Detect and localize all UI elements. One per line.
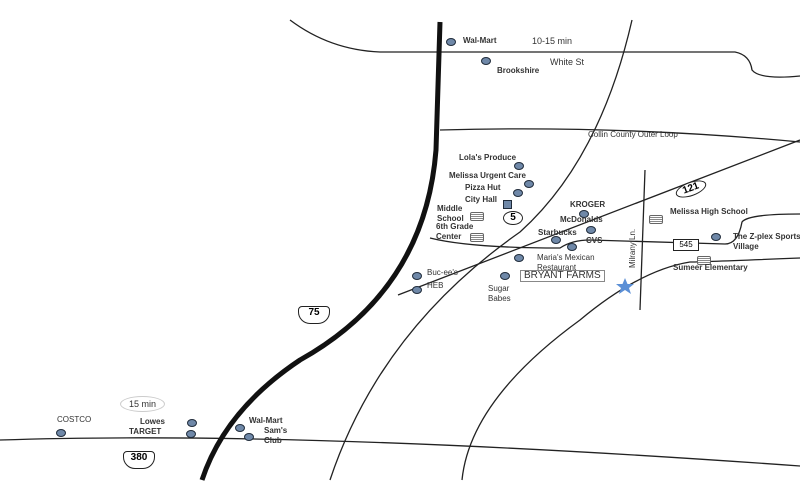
marias-label: Maria's Mexican Restaurant <box>537 253 595 272</box>
cvs-marker <box>567 243 577 251</box>
kroger-marker <box>579 210 589 218</box>
sh5-road <box>329 19 633 481</box>
outer-loop-road <box>439 128 800 143</box>
city-hall-label: City Hall <box>465 195 498 204</box>
walmart-south-label: Wal-Mart <box>249 416 283 425</box>
top-road <box>289 19 800 78</box>
bucees-label: Buc-ee's <box>427 268 458 277</box>
lowes-label: Lowes <box>140 417 165 426</box>
sams-marker <box>244 433 254 441</box>
starbucks-marker <box>551 236 561 244</box>
sams-label: Sam's Club <box>264 426 288 445</box>
us380-road <box>0 437 800 467</box>
city-hall-icon <box>503 200 512 209</box>
pizza-hut-label: Pizza Hut <box>465 183 501 192</box>
us75-road <box>199 21 443 481</box>
lolas-label: Lola's Produce <box>459 153 517 162</box>
bucees-marker <box>412 272 422 280</box>
milrany-road <box>639 169 646 311</box>
heb-label: HEB <box>427 281 444 290</box>
fm545-road <box>429 213 800 249</box>
walmart-north-label: Wal-Mart <box>463 36 497 45</box>
us380-shield: 380 <box>123 451 155 469</box>
zplex-label: The Z-plex Sports Village <box>733 232 800 251</box>
sugar-babes-label: Sugar Babes <box>488 284 511 303</box>
middle-school-icon <box>470 212 484 221</box>
sh5-shield: 5 <box>503 211 523 225</box>
lowes-marker <box>187 419 197 427</box>
east-road <box>461 257 800 481</box>
sixth-grade-label: 6th Grade Center <box>436 222 474 241</box>
mcdonalds-label: McDonalds <box>560 215 603 224</box>
time-south: 15 min <box>120 396 166 412</box>
marias-marker <box>514 254 524 262</box>
sumeer-icon <box>697 256 711 265</box>
sixth-grade-icon <box>470 233 484 242</box>
urgent-care-label: Melissa Urgent Care <box>449 171 526 180</box>
urgent-care-marker <box>524 180 534 188</box>
heb-marker <box>412 286 422 294</box>
mcdonalds-marker <box>586 226 596 234</box>
costco-marker <box>56 429 66 437</box>
kroger-label: KROGER <box>570 200 606 209</box>
middle-school-label: Middle School <box>437 204 464 223</box>
sugar-babes-marker <box>500 272 510 280</box>
white-st-label: White St <box>550 57 585 67</box>
brookshire-marker <box>481 57 491 65</box>
sumeer-label: Sumeer Elementary <box>673 263 748 272</box>
melissa-hs-label: Melissa High School <box>670 207 748 216</box>
fm545-shield: 545 <box>673 239 699 251</box>
lolas-marker <box>514 162 524 170</box>
target-marker <box>186 430 196 438</box>
property-label[interactable]: BRYANT FARMS <box>520 270 605 282</box>
property-star-icon <box>616 278 634 294</box>
sh121-road <box>397 139 800 296</box>
costco-label: COSTCO <box>57 415 92 424</box>
melissa-hs-icon <box>649 215 663 224</box>
us75-shield: 75 <box>298 306 330 324</box>
walmart-south-marker <box>235 424 245 432</box>
target-label: TARGET <box>129 427 162 436</box>
milrany-label: Milrany Ln. <box>628 228 637 268</box>
time-north: 10-15 min <box>532 36 573 46</box>
cvs-label: CVS <box>586 236 603 245</box>
starbucks-label: Starbucks <box>538 228 577 237</box>
outer-loop-label: Collin County Outer Loop <box>588 130 678 139</box>
pizza-hut-marker <box>513 189 523 197</box>
brookshire-label: Brookshire <box>497 66 540 75</box>
walmart-north-marker <box>446 38 456 46</box>
zplex-marker <box>711 233 721 241</box>
